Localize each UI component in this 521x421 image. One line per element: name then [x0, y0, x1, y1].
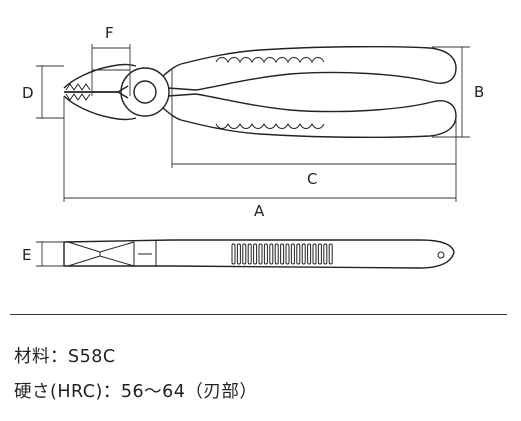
pivot-outer	[120, 67, 170, 117]
dimension-a: A	[63, 96, 457, 220]
spec-hardness: 硬さ(HRC)：56〜64（刃部）	[14, 382, 258, 402]
grip-slot	[242, 243, 247, 265]
grip-slot	[323, 243, 328, 265]
lower-handle	[180, 93, 457, 139]
grip-slot	[312, 243, 317, 265]
dim-label-d: D	[22, 84, 34, 102]
grip-slot	[274, 243, 279, 265]
grip-slot	[307, 243, 312, 265]
dimension-c: C	[171, 70, 457, 188]
grip-slot	[247, 243, 252, 265]
grip-slot	[236, 243, 241, 265]
dim-label-e: E	[22, 246, 31, 264]
plier-side-view	[63, 239, 455, 269]
dimension-d: D	[22, 65, 64, 119]
side-grip-slots	[231, 243, 333, 265]
grip-slot	[258, 243, 263, 265]
grip-slot	[231, 243, 236, 265]
divider-rule	[10, 314, 507, 315]
grip-slot	[269, 243, 274, 265]
dim-label-f: F	[105, 24, 114, 42]
dim-label-b: B	[474, 83, 484, 101]
grip-slot	[317, 243, 322, 265]
grip-slot	[296, 243, 301, 265]
grip-slot	[280, 243, 285, 265]
grip-slot	[253, 243, 258, 265]
dimension-f: F	[91, 24, 131, 96]
hanging-hole	[437, 251, 445, 259]
dim-label-a: A	[254, 202, 265, 220]
upper-handle	[180, 45, 457, 91]
spec-material: 材料：S58C	[14, 347, 116, 367]
grip-slot	[301, 243, 306, 265]
dimension-b: B	[432, 46, 484, 138]
pivot-rivet	[133, 80, 157, 104]
dimension-e: E	[22, 241, 64, 267]
grip-slot	[263, 243, 268, 265]
plier-dimension-drawing: F D B C A	[22, 24, 484, 269]
dim-label-c: C	[307, 170, 317, 188]
grip-slot	[328, 243, 333, 265]
grip-slot	[290, 243, 295, 265]
plier-top-view	[63, 45, 457, 139]
grip-slot	[285, 243, 290, 265]
